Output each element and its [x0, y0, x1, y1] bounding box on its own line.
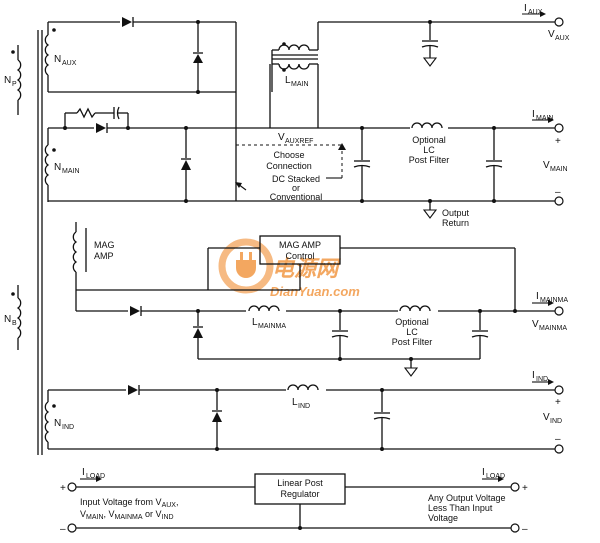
any-output-line1: Any Output Voltage [428, 493, 506, 503]
v-ind-sub: IND [550, 418, 562, 425]
i-main-label: I [532, 109, 535, 120]
v-mainma-label: V [532, 319, 539, 330]
n-aux-sub: AUX [62, 60, 77, 67]
v-main-sub: MAIN [550, 166, 568, 173]
reg-left-minus: – [60, 524, 66, 535]
aux-rail [48, 17, 237, 201]
ind-winding [44, 390, 56, 449]
main-rail [48, 106, 564, 219]
bias-winding-nb [11, 285, 22, 350]
conventional-label: Conventional [270, 192, 323, 202]
i-load-left-sub: LOAD [86, 473, 105, 480]
any-output-line3: Voltage [428, 513, 458, 523]
v-auxref-sub: AUXREF [285, 138, 313, 145]
labels: N AUX N P N MAIN N B N IND L MAIN V AUXR… [4, 3, 570, 535]
optional2-label: Optional [395, 317, 429, 327]
v-main-label: V [543, 160, 550, 171]
l-main-label: L [285, 75, 291, 86]
n-aux-label: N [54, 54, 61, 65]
ind-plus: + [555, 397, 561, 408]
n-ind-sub: IND [62, 424, 74, 431]
linear-post-label: Linear Post [277, 478, 323, 488]
mag-amp-control-box [76, 235, 516, 311]
i-aux-sub: AUX [528, 9, 543, 16]
lc2-label: LC [406, 327, 418, 337]
amp-label: AMP [94, 251, 114, 261]
v-aux-sub: AUX [555, 35, 570, 42]
choose-connection-box [235, 143, 346, 201]
linear-post-regulator [67, 473, 520, 533]
control-box-label: Control [285, 251, 314, 261]
ind-rail [48, 379, 564, 454]
v-mainma-sub: MAINMA [539, 325, 567, 332]
i-mainma-label: I [536, 291, 539, 302]
post-filter2-label: Post Filter [392, 337, 433, 347]
i-load-right-label: I [482, 467, 485, 478]
mag-amp-box-label: MAG AMP [279, 240, 321, 250]
l-main-sub: MAIN [291, 81, 309, 88]
coupled-inductor-lmain [269, 22, 319, 128]
mainma-rail [76, 300, 564, 377]
or-label: or [292, 183, 300, 193]
i-ind-label: I [532, 370, 535, 381]
l-ind-label: L [292, 397, 298, 408]
n-ind-label: N [54, 418, 61, 429]
n-p-sub: P [12, 81, 17, 88]
i-main-sub: MAIN [536, 115, 554, 122]
v-aux-label: V [548, 29, 555, 40]
reg-right-minus: – [522, 524, 528, 535]
main-minus: – [555, 187, 561, 198]
input-line1: Input Voltage from VAUX, [80, 497, 178, 509]
l-mainma-label: L [252, 317, 258, 328]
choose-label: Choose [273, 150, 304, 160]
i-mainma-sub: MAINMA [540, 297, 568, 304]
aux-output [318, 11, 564, 67]
n-b-label: N [4, 314, 11, 325]
transformer-core [37, 30, 43, 455]
connection-label: Connection [266, 161, 312, 171]
mag-label: MAG [94, 240, 115, 250]
l-ind-sub: IND [298, 403, 310, 410]
l-mainma-sub: MAINMA [258, 323, 286, 330]
mag-amp-inductor [72, 222, 87, 311]
ind-minus: – [555, 434, 561, 445]
i-ind-sub: IND [536, 376, 548, 383]
watermark-site-text: DianYuan.com [270, 284, 360, 299]
n-p-label: N [4, 75, 11, 86]
output-label: Output [442, 208, 470, 218]
reg-right-plus: + [522, 483, 528, 494]
v-ind-label: V [543, 412, 550, 423]
v-auxref-label: V [278, 132, 285, 143]
reg-left-plus: + [60, 483, 66, 494]
input-line2: VMAIN, VMAINMA or VIND [80, 509, 174, 521]
dc-stacked-label: DC Stacked [272, 174, 320, 184]
optional1-label: Optional [412, 135, 446, 145]
post-filter1-label: Post Filter [409, 155, 450, 165]
watermark-cn-text: 电源网 [272, 256, 341, 281]
i-load-right-sub: LOAD [486, 473, 505, 480]
lc1-label: LC [423, 145, 435, 155]
main-winding [44, 128, 56, 202]
return-label: Return [442, 218, 469, 228]
n-b-sub: B [12, 320, 17, 327]
n-main-sub: MAIN [62, 168, 80, 175]
regulator-label: Regulator [280, 489, 319, 499]
any-output-line2: Less Than Input [428, 503, 493, 513]
n-main-label: N [54, 162, 61, 173]
i-load-left-label: I [82, 467, 85, 478]
aux-winding [44, 22, 56, 92]
primary-winding-np [11, 45, 22, 115]
main-plus: + [555, 136, 561, 147]
i-aux-label: I [524, 3, 527, 14]
